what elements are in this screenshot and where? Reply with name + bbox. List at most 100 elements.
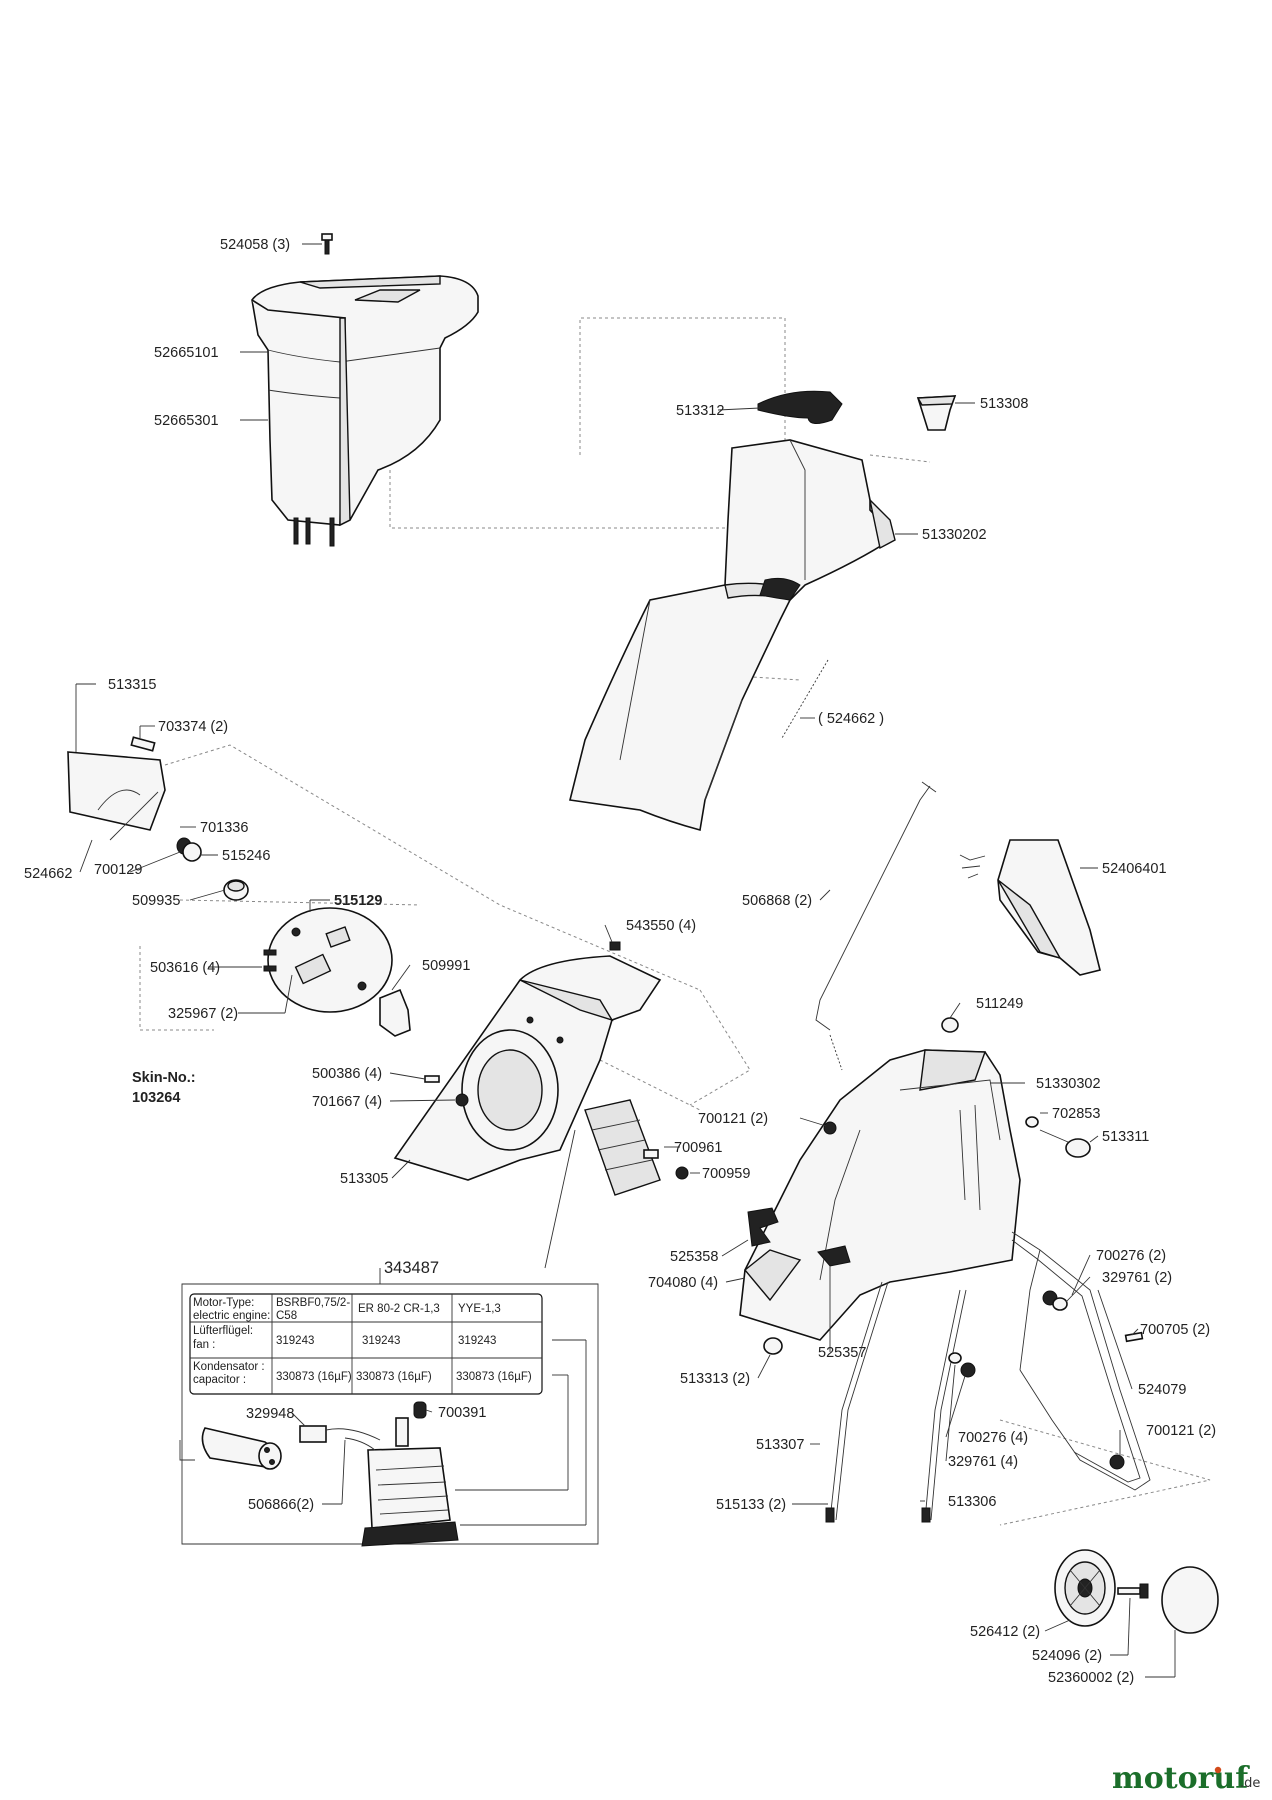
part-label-525357: 525357 [818, 1345, 866, 1361]
part-label-701667: 701667 (4) [312, 1094, 382, 1110]
logo-suffix: .de [1240, 1776, 1260, 1791]
part-label-700129: 700129 [94, 862, 142, 878]
cover-513315-part [67, 751, 166, 841]
screw-500386-icon [424, 1075, 440, 1083]
part-label-700121a: 700121 (2) [698, 1111, 768, 1127]
motor-unit-icon [344, 1417, 459, 1547]
nut-511249-icon [941, 1017, 959, 1033]
part-label-526412: 526412 (2) [970, 1624, 1040, 1640]
part-label-506868: 506868 (2) [742, 893, 812, 909]
part-label-700391: 700391 [438, 1405, 486, 1421]
skin-label: Skin-No.: [132, 1070, 196, 1086]
part-label-513313: 513313 (2) [680, 1371, 750, 1387]
knob-701336-icon [176, 837, 202, 862]
washer-329761a-icon [1052, 1297, 1068, 1311]
motoruf-logo: motoruf .de [1112, 1761, 1260, 1796]
plate-513312-icon [757, 390, 843, 424]
part-label-700276b: 700276 (4) [958, 1430, 1028, 1446]
nut-700276b-icon [960, 1362, 976, 1378]
motor-housing-513305-part [393, 955, 662, 1181]
nut-700121a-icon [823, 1121, 837, 1135]
part-label-503616: 503616 (4) [150, 960, 220, 976]
screw-543550-icon [609, 941, 621, 951]
knob-513311-icon [1039, 1129, 1091, 1158]
part-label-524079: 524079 [1138, 1382, 1186, 1398]
part-label-700121b: 700121 (2) [1146, 1423, 1216, 1439]
part-label-700961: 700961 [674, 1140, 722, 1156]
part-label-515129: 515129 [334, 893, 382, 909]
table-row-label-fan-2: fan : [193, 1339, 215, 1351]
part-label-703374: 703374 (2) [158, 719, 228, 735]
logo-dot-icon [1214, 1766, 1222, 1774]
table-cell: 330873 (16µF) [276, 1371, 352, 1383]
part-label-329761a: 329761 (2) [1102, 1270, 1172, 1286]
table-row-label-motor-1: Motor-Type: [193, 1297, 254, 1309]
table-cell: 330873 (16µF) [456, 1371, 532, 1383]
frame-legs-part [825, 1231, 1151, 1523]
pin-513313-icon [763, 1337, 783, 1355]
part-label-500386: 500386 (4) [312, 1066, 382, 1082]
hopper-lid-part [251, 275, 479, 547]
bushing-509935-icon [223, 879, 249, 901]
washer-702853-icon [1025, 1116, 1039, 1128]
part-label-700705: 700705 (2) [1140, 1322, 1210, 1338]
screws-503616-icon [263, 949, 277, 972]
part-label-513312: 513312 [676, 403, 724, 419]
hub-cap-52360002-icon [1161, 1566, 1219, 1634]
part-label-543550: 543550 (4) [626, 918, 696, 934]
part-label-513306: 513306 [948, 1494, 996, 1510]
part-label-329948: 329948 [246, 1406, 294, 1422]
part-label-52665101: 52665101 [154, 345, 219, 361]
table-cell: 330873 (16µF) [356, 1371, 432, 1383]
part-label-525358: 525358 [670, 1249, 718, 1265]
pin-700391-icon [413, 1401, 427, 1419]
leader-lines [75, 243, 1176, 1678]
part-label-329761b: 329761 (4) [948, 1454, 1018, 1470]
table-row-label-cap-2: capacitor : [193, 1374, 246, 1386]
part-label-52360002: 52360002 (2) [1048, 1670, 1134, 1686]
part-label-700959: 700959 [702, 1166, 750, 1182]
washer-329761b-icon [948, 1352, 962, 1364]
wheel-526412-part [1054, 1549, 1116, 1627]
terminal-329948-icon [299, 1425, 381, 1443]
part-label-511249: 511249 [976, 996, 1023, 1012]
table-row-label-motor-2: electric engine: [193, 1310, 270, 1322]
part-label-513315: 513315 [108, 677, 156, 693]
skin-number: 103264 [132, 1090, 180, 1106]
capacitor-icon [179, 1427, 282, 1470]
part-label-325967: 325967 (2) [168, 1006, 238, 1022]
clip-525358-icon [747, 1207, 779, 1247]
spring-524662-icon [781, 659, 829, 739]
table-cell: BSRBF0,75/2- [276, 1297, 350, 1309]
screw-700961-icon [643, 1149, 659, 1159]
bracket-509991-icon [379, 988, 411, 1037]
part-label-513308: 513308 [980, 396, 1028, 412]
table-cell: C58 [276, 1310, 297, 1322]
part-label-704080: 704080 (4) [648, 1275, 718, 1291]
motor-kit-box [181, 1129, 599, 1545]
part-label-513307: 513307 [756, 1437, 804, 1453]
part-labels: 524058 (3) 52665101 52665301 513312 5133… [24, 237, 1216, 1686]
part-label-702853: 702853 [1052, 1106, 1100, 1122]
part-label-51330202: 51330202 [922, 527, 987, 543]
clip-525357-icon [817, 1245, 851, 1267]
part-label-701336: 701336 [200, 820, 248, 836]
motor-spec-table: Motor-Type: electric engine: Lüfterflüge… [193, 1297, 532, 1386]
nut-700121b-icon [1109, 1454, 1125, 1470]
part-label-513305: 513305 [340, 1171, 388, 1187]
table-cell: ER 80-2 CR-1,3 [358, 1303, 440, 1315]
part-label-524662: 524662 [24, 866, 72, 882]
table-row-label-fan-1: Lüfterflügel: [193, 1325, 253, 1337]
part-label-700276a: 700276 (2) [1096, 1248, 1166, 1264]
part-label-515133: 515133 (2) [716, 1497, 786, 1513]
table-cell: 319243 [362, 1335, 400, 1347]
part-label-524662-paren: ( 524662 ) [818, 711, 884, 727]
part-label-524058: 524058 (3) [220, 237, 290, 253]
hopper-funnel-part [569, 439, 896, 831]
screw-524058-icon [321, 233, 333, 255]
axle-bolt-524096-icon [1117, 1583, 1149, 1599]
clip-513308-icon [916, 395, 957, 431]
table-cell: 319243 [276, 1335, 314, 1347]
rotor-small-icon [584, 1099, 661, 1196]
table-row-label-cap-1: Kondensator : [193, 1361, 265, 1373]
